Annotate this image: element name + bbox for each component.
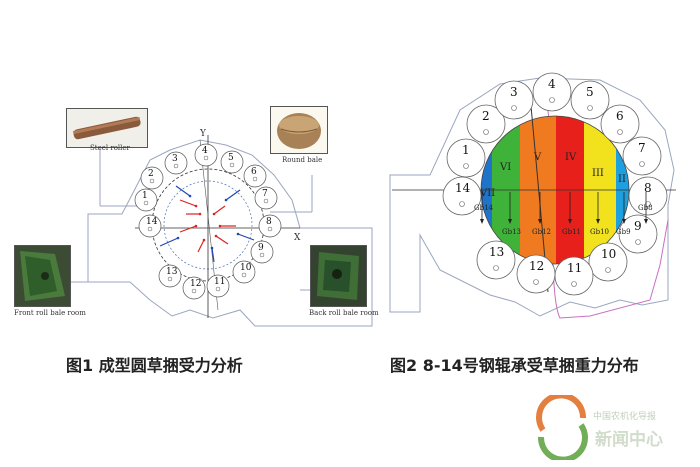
fig2-roller-number: 7 (638, 141, 646, 155)
fig1-force-arrow (213, 205, 226, 215)
round-bale-photo (270, 106, 328, 154)
fig2-roller-number: 3 (510, 85, 518, 99)
fig1-force-arrow (175, 185, 191, 197)
fig1-roller-number: 10 (240, 263, 252, 273)
fig2-gravity-label: Gb11 (562, 228, 581, 236)
fig1-roller (194, 143, 218, 167)
fig2-roller-number: 9 (634, 219, 642, 233)
fig2-roller (618, 214, 658, 254)
fig2-roller (476, 240, 516, 280)
fig2-roller-number: 2 (482, 109, 490, 123)
fig2-roller (532, 72, 572, 112)
fig2-roller-number: 14 (455, 181, 471, 195)
back-room-photo (310, 245, 367, 307)
front-room-label: Front roll bale room (14, 309, 86, 317)
fig1-roller (134, 188, 158, 212)
fig2-roller (466, 104, 506, 144)
fig1-roller-number: 3 (172, 154, 178, 164)
axis-y-label: Y (199, 129, 207, 139)
fig2-zone-label: VII (479, 188, 495, 199)
fig1-roller-number: 13 (166, 267, 178, 277)
fig2-roller (588, 242, 628, 282)
fig1-force-arrow (159, 237, 179, 247)
fig2-roller-number: 8 (644, 181, 652, 195)
fig1-roller-number: 2 (148, 169, 154, 179)
fig1-force-arrow (215, 235, 229, 245)
fig2-roller (446, 138, 486, 178)
fig1-roller-number: 8 (266, 217, 272, 227)
fig1-roller (182, 276, 206, 300)
fig2-gravity-label: Gb12 (532, 228, 551, 236)
fig2-roller-number: 5 (586, 85, 594, 99)
fig1-force-arrow (179, 225, 197, 233)
fig2-roller-number: 4 (548, 77, 556, 91)
fig2-gravity-label: Gb10 (590, 228, 609, 236)
fig2-gravity-label: Gb13 (502, 228, 521, 236)
fig1-roller-number: 5 (228, 153, 234, 163)
fig2-roller-number: 1 (462, 143, 470, 157)
fig1-roller (250, 240, 274, 264)
fig1-force-arrow (197, 239, 205, 253)
fig2-roller (442, 176, 482, 216)
fig1-roller (243, 164, 267, 188)
fig1-roller-number: 6 (251, 167, 257, 177)
back-room-label: Back roll bale room (309, 309, 379, 317)
watermark-line1: 中国农机化导报 (593, 410, 656, 422)
fig1-roller (140, 166, 164, 190)
fig1-roller-number: 12 (190, 279, 201, 289)
fig2-gravity-label: Gb9 (616, 228, 631, 236)
fig1-roller (232, 260, 256, 284)
fig2-roller (628, 176, 668, 216)
fig1-roller (254, 186, 278, 210)
fig1-force-arrow (225, 189, 241, 201)
figure2-caption: 图2 8-14号钢辊承受草捆重力分布 (390, 356, 639, 375)
fig2-roller-number: 12 (529, 259, 544, 273)
fig2-roller (622, 136, 662, 176)
fig2-zone-label: VI (499, 162, 511, 173)
fig1-force-arrow (237, 233, 255, 241)
fig2-zone-band (520, 116, 556, 264)
fig1-roller (164, 151, 188, 175)
front-room-photo (14, 245, 71, 307)
figure1-caption: 图1 成型圆草捆受力分析 (66, 356, 243, 375)
fig1-roller (158, 264, 182, 288)
fig1-roller-number: 1 (142, 191, 148, 201)
fig1-roller-number: 14 (146, 217, 158, 227)
fig1-roller-number: 9 (258, 243, 264, 253)
fig2-zone-label: V (533, 152, 542, 163)
round-bale-label: Round bale (282, 156, 323, 164)
fig2-roller-number: 11 (567, 261, 582, 275)
fig1-roller (206, 274, 230, 298)
fig2-roller (516, 254, 556, 294)
fig2-gravity-label: Gb14 (474, 204, 494, 212)
fig2-gravity-label: Gb8 (638, 204, 653, 212)
fig2-zone-label: III (592, 168, 604, 179)
fig1-roller-number: 11 (214, 277, 225, 287)
steel-roller-photo (66, 108, 148, 148)
steel-roller-label: Steel roller (90, 144, 130, 152)
fig2-roller (494, 80, 534, 120)
fig1-roller-number: 4 (202, 146, 208, 156)
fig2-zone-label: II (618, 174, 626, 185)
fig2-roller-number: 13 (489, 245, 504, 259)
fig1-roller-number: 7 (262, 189, 268, 199)
watermark-logo: 中国农机化导报 新闻中心 (531, 392, 691, 463)
fig2-roller-number: 6 (616, 109, 624, 123)
fig2-roller-number: 10 (601, 247, 616, 261)
fig1-roller (220, 150, 244, 174)
watermark-line2: 新闻中心 (595, 429, 663, 450)
fig2-roller (600, 104, 640, 144)
fig2-roller (570, 80, 610, 120)
fig1-force-arrow (179, 199, 197, 207)
fig1-roller (258, 214, 282, 238)
fig1-roller (138, 214, 162, 238)
fig1-force-arrow (211, 247, 215, 263)
fig2-zone-label: IV (565, 152, 577, 163)
axis-x-label: X (294, 233, 301, 243)
